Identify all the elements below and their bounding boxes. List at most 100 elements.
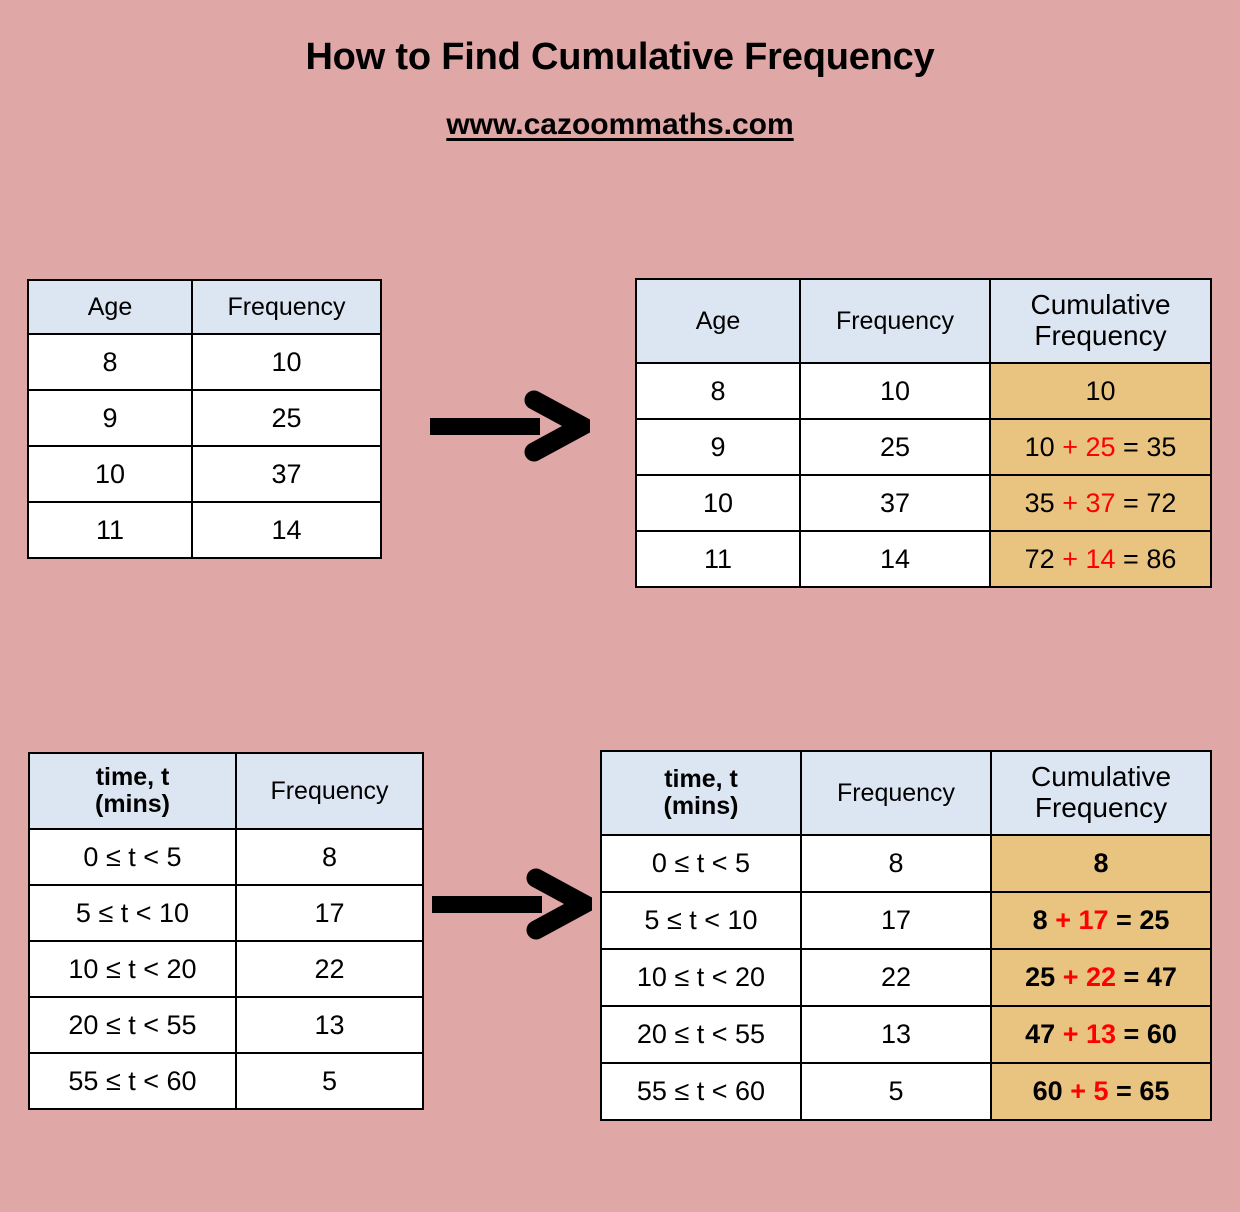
table-row: 10 37 35 + 37 = 72 [635, 474, 1212, 532]
table-row: 55 ≤ t < 60 5 60 + 5 = 65 [600, 1062, 1212, 1121]
header-line-1: Cumulative [1030, 289, 1171, 321]
cell-age: 11 [635, 530, 801, 588]
table-row: 9 25 10 + 25 = 35 [635, 418, 1212, 476]
cell-time-interval: 10 ≤ t < 20 [600, 948, 802, 1007]
cum-previous: 47 [1025, 1019, 1056, 1049]
table-body: 0 ≤ t < 5 8 8 5 ≤ t < 10 17 8 + 17 = 25 … [600, 834, 1212, 1121]
cum-previous: 8 [1032, 905, 1048, 935]
table-age-frequency: Age Frequency 8 10 9 25 10 37 11 14 [27, 279, 382, 559]
table-row: 11 14 72 + 14 = 86 [635, 530, 1212, 588]
column-header-frequency: Frequency [799, 278, 991, 364]
cell-cumulative-frequency: 8 [990, 834, 1212, 893]
column-header-time: time, t (mins) [600, 750, 802, 836]
cum-expression: 35 + 37 = 72 [1025, 488, 1177, 518]
cum-addend: + 22 [1062, 962, 1116, 992]
table-row: 10 ≤ t < 20 22 25 + 22 = 47 [600, 948, 1212, 1007]
cell-age: 8 [635, 362, 801, 420]
cum-previous: 25 [1025, 962, 1056, 992]
cum-addend: + 13 [1062, 1019, 1116, 1049]
cell-time-interval: 0 ≤ t < 5 [600, 834, 802, 893]
cell-frequency: 37 [191, 445, 382, 503]
table-row: 20 ≤ t < 55 13 47 + 13 = 60 [600, 1005, 1212, 1064]
column-header-age: Age [635, 278, 801, 364]
cum-previous: 35 [1024, 487, 1055, 518]
right-arrow-icon [432, 868, 604, 945]
cum-total: 72 [1146, 487, 1177, 518]
cell-frequency: 22 [235, 940, 424, 998]
table-row: 20 ≤ t < 55 13 [28, 996, 424, 1054]
cum-equals: = [1123, 487, 1139, 518]
cell-time-interval: 20 ≤ t < 55 [28, 996, 237, 1054]
cum-equals: = [1123, 543, 1139, 574]
column-header-frequency: Frequency [191, 279, 382, 335]
cell-age: 9 [635, 418, 801, 476]
cell-age: 11 [27, 501, 193, 559]
table-row: 55 ≤ t < 60 5 [28, 1052, 424, 1110]
cell-frequency: 17 [800, 891, 992, 950]
cum-equals: = [1116, 1076, 1132, 1106]
cell-age: 10 [27, 445, 193, 503]
table-time-cumulative-frequency: time, t (mins) Frequency Cumulative Freq… [600, 750, 1212, 1121]
cell-frequency: 13 [800, 1005, 992, 1064]
table-header-row: Age Frequency [27, 279, 382, 335]
table-row: 9 25 [27, 389, 382, 447]
table-row: 10 37 [27, 445, 382, 503]
cum-expression: 10 + 25 = 35 [1025, 432, 1177, 462]
website-url-text: www.cazoommaths.com [446, 108, 794, 141]
cell-frequency: 5 [235, 1052, 424, 1110]
header-line-2: Frequency [1034, 792, 1168, 823]
cell-cumulative-frequency: 25 + 22 = 47 [990, 948, 1212, 1007]
table-row: 11 14 [27, 501, 382, 559]
cell-frequency: 25 [799, 418, 991, 476]
table-row: 0 ≤ t < 5 8 [28, 828, 424, 886]
cell-time-interval: 0 ≤ t < 5 [28, 828, 237, 886]
cum-previous: 72 [1024, 543, 1055, 574]
cell-frequency: 25 [191, 389, 382, 447]
cell-frequency: 14 [799, 530, 991, 588]
table-row: 5 ≤ t < 10 17 [28, 884, 424, 942]
column-header-cumulative-frequency: Cumulative Frequency [990, 750, 1212, 836]
table-age-cumulative-frequency: Age Frequency Cumulative Frequency 8 10 … [635, 278, 1212, 588]
header-line-2: (mins) [663, 792, 739, 820]
table-row: 8 10 [27, 333, 382, 391]
header-line-1: time, t [664, 764, 738, 793]
table-row: 8 10 10 [635, 362, 1212, 420]
cum-expression: 10 [1085, 376, 1115, 406]
cell-time-interval: 5 ≤ t < 10 [600, 891, 802, 950]
table-row: 0 ≤ t < 5 8 8 [600, 834, 1212, 893]
cum-expression: 72 + 14 = 86 [1025, 544, 1177, 574]
cum-addend: + 14 [1062, 543, 1116, 574]
cell-frequency: 37 [799, 474, 991, 532]
cell-frequency: 14 [191, 501, 382, 559]
cell-cumulative-frequency: 10 + 25 = 35 [989, 418, 1212, 476]
website-url: www.cazoommaths.com [0, 108, 1240, 142]
cell-frequency: 8 [800, 834, 992, 893]
cum-addend: + 17 [1055, 905, 1109, 935]
table-header-row: time, t (mins) Frequency [28, 752, 424, 830]
cum-addend: + 5 [1070, 1076, 1109, 1106]
cum-expression: 60 + 5 = 65 [1033, 1076, 1170, 1106]
cum-addend: + 25 [1062, 431, 1116, 462]
cell-cumulative-frequency: 60 + 5 = 65 [990, 1062, 1212, 1121]
cum-total: 60 [1146, 1019, 1177, 1049]
cum-total: 35 [1146, 431, 1177, 462]
column-header-frequency: Frequency [800, 750, 992, 836]
cell-age: 10 [635, 474, 801, 532]
cell-frequency: 8 [235, 828, 424, 886]
cum-expression: 8 [1093, 848, 1108, 878]
cell-time-interval: 55 ≤ t < 60 [600, 1062, 802, 1121]
column-header-cumulative-frequency: Cumulative Frequency [989, 278, 1212, 364]
cell-time-interval: 20 ≤ t < 55 [600, 1005, 802, 1064]
cell-time-interval: 55 ≤ t < 60 [28, 1052, 237, 1110]
header-line-1: time, t [95, 762, 170, 791]
table-body: 0 ≤ t < 5 8 5 ≤ t < 10 17 10 ≤ t < 20 22… [28, 828, 424, 1110]
table-time-frequency: time, t (mins) Frequency 0 ≤ t < 5 8 5 ≤… [28, 752, 424, 1110]
cell-cumulative-frequency: 72 + 14 = 86 [989, 530, 1212, 588]
cell-cumulative-frequency: 47 + 13 = 60 [990, 1005, 1212, 1064]
cum-previous: 60 [1032, 1076, 1063, 1106]
cum-total: 47 [1146, 962, 1177, 992]
cum-equals: = [1123, 431, 1139, 462]
column-header-frequency: Frequency [235, 752, 424, 830]
cell-cumulative-frequency: 10 [989, 362, 1212, 420]
cell-frequency: 10 [191, 333, 382, 391]
